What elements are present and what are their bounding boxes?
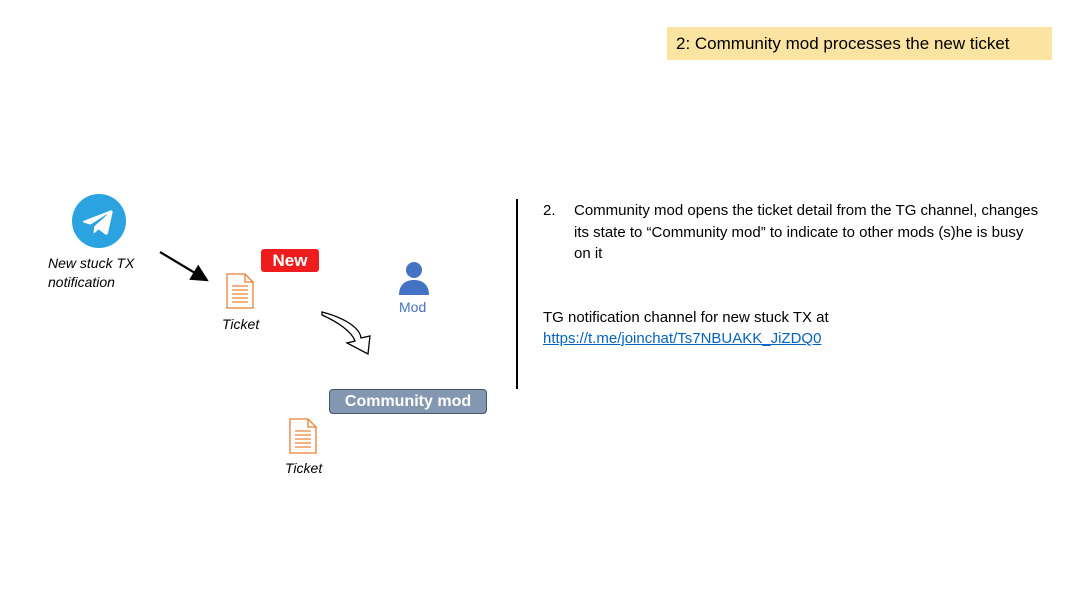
ticket-label: Ticket: [285, 460, 323, 476]
notification-caption: New stuck TX notification: [48, 255, 135, 290]
status-badge-community-mod: Community mod: [329, 389, 487, 414]
person-icon: [399, 262, 429, 295]
mod-label: Mod: [399, 299, 427, 315]
curved-arrow-icon: [321, 311, 371, 356]
document-icon: [289, 418, 317, 454]
arrow-icon: [159, 251, 209, 282]
ticket-label: Ticket: [222, 316, 260, 332]
slide-title-text: 2: Community mod processes the new ticke…: [676, 33, 1010, 53]
slide-title: 2: Community mod processes the new ticke…: [667, 27, 1052, 60]
status-badge-new-label: New: [272, 250, 308, 270]
channel-note: TG notification channel for new stuck TX…: [543, 307, 829, 349]
step-text: Community mod opens the ticket detail fr…: [574, 202, 1039, 262]
channel-link[interactable]: https://t.me/joinchat/Ts7NBUAKK_JiZDQ0: [543, 330, 822, 347]
status-badge-new: New: [261, 249, 319, 272]
step-description: 2. Community mod opens the ticket detail…: [543, 200, 1043, 265]
channel-note-text: TG notification channel for new stuck TX…: [543, 309, 829, 326]
document-icon: [226, 273, 254, 309]
telegram-icon: [72, 194, 126, 248]
step-number: 2.: [543, 202, 556, 219]
status-badge-community-label: Community mod: [344, 392, 472, 410]
vertical-divider: [516, 199, 518, 389]
